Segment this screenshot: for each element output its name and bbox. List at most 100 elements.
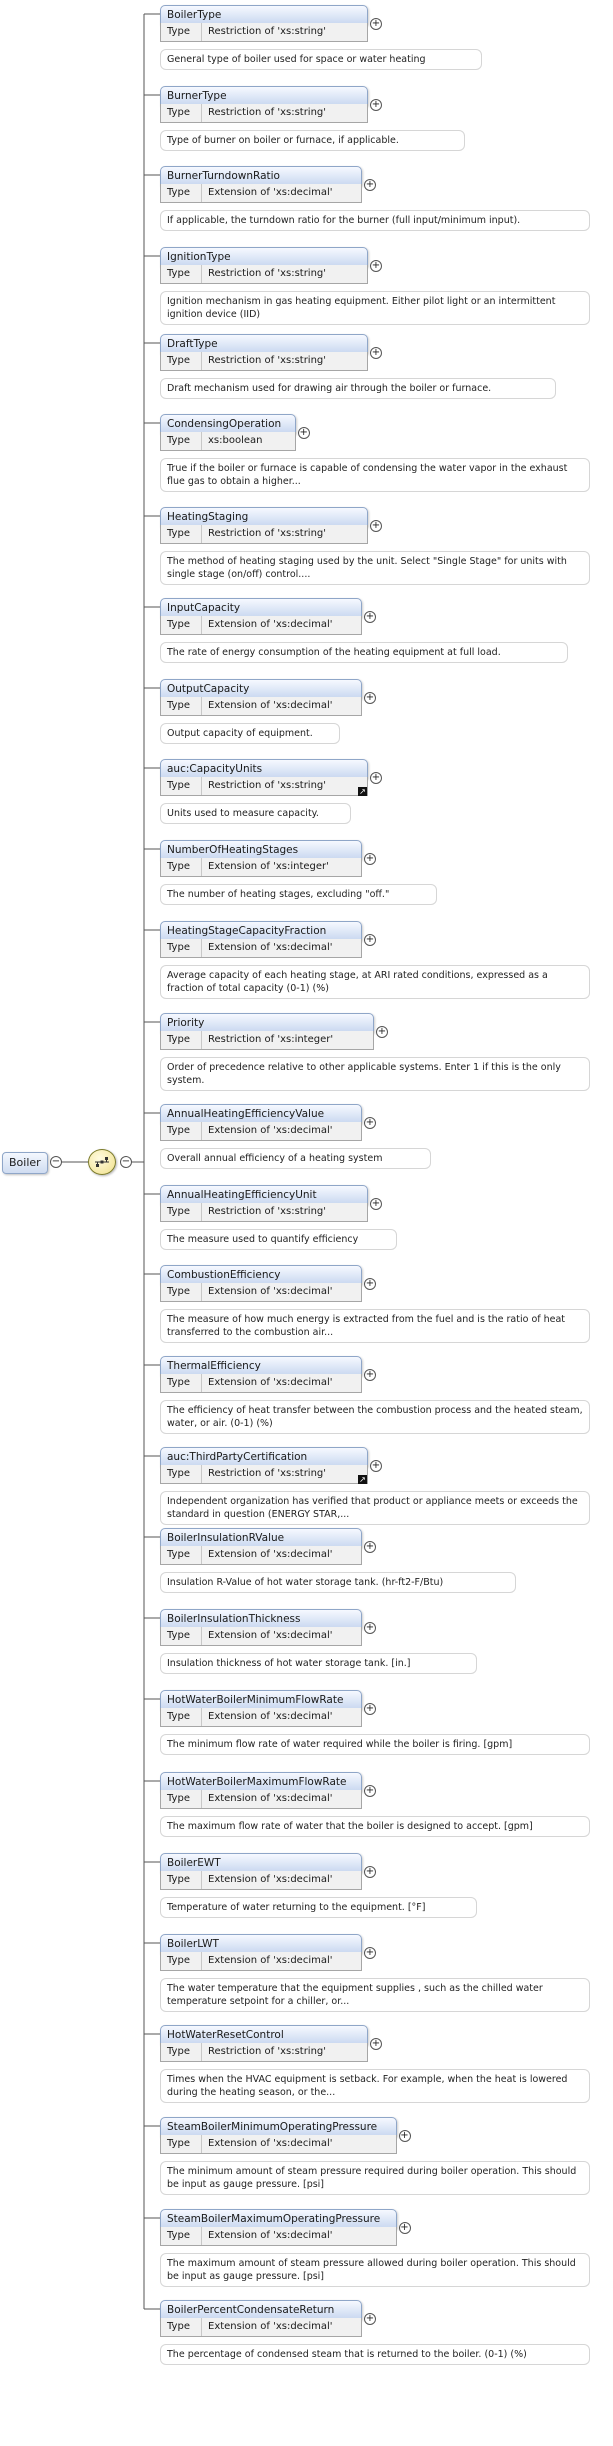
type-value: Extension of 'xs:decimal' <box>208 1377 333 1388</box>
element-name: BoilerType <box>160 5 368 25</box>
element-name: CombustionEfficiency <box>160 1265 362 1285</box>
expand-button[interactable]: + <box>376 1026 388 1038</box>
sequence-compositor[interactable] <box>88 1149 116 1175</box>
type-label: Type <box>161 1465 202 1483</box>
expand-button[interactable]: + <box>364 1369 376 1381</box>
expand-button[interactable]: + <box>364 1947 376 1959</box>
expand-button[interactable]: + <box>364 179 376 191</box>
type-label: Type <box>161 2227 202 2245</box>
expand-button[interactable]: + <box>364 853 376 865</box>
element-type-row: Type Extension of 'xs:decimal' <box>160 1790 362 1809</box>
type-value: Extension of 'xs:decimal' <box>208 619 333 630</box>
element-documentation: Ignition mechanism in gas heating equipm… <box>160 291 590 325</box>
element-type-row: Type Extension of 'xs:decimal' <box>160 939 362 958</box>
element-documentation: Insulation R-Value of hot water storage … <box>160 1572 516 1593</box>
element-documentation: The minimum amount of steam pressure req… <box>160 2161 590 2195</box>
expand-button[interactable]: + <box>370 1460 382 1472</box>
element-name: IgnitionType <box>160 247 368 267</box>
type-label: Type <box>161 1627 202 1645</box>
type-value: Extension of 'xs:decimal' <box>208 2230 333 2241</box>
expand-button[interactable]: + <box>364 1785 376 1797</box>
element-name: Priority <box>160 1013 374 1033</box>
expand-button[interactable]: + <box>398 2222 411 2234</box>
type-value: Restriction of 'xs:string' <box>208 355 327 366</box>
expand-button[interactable]: + <box>364 1622 376 1634</box>
expand-button[interactable]: + <box>370 772 382 784</box>
element-name: HotWaterResetControl <box>160 2025 368 2045</box>
expand-button[interactable]: + <box>370 347 382 359</box>
type-value: Extension of 'xs:decimal' <box>208 700 333 711</box>
element-name: SteamBoilerMinimumOperatingPressure <box>160 2117 397 2137</box>
type-value: Extension of 'xs:decimal' <box>208 942 333 953</box>
type-label: Type <box>161 1203 202 1221</box>
expand-button[interactable]: + <box>364 1278 376 1290</box>
type-value: Restriction of 'xs:string' <box>208 268 327 279</box>
expand-button[interactable]: + <box>370 2038 382 2050</box>
root-element-boiler[interactable]: Boiler <box>2 1152 48 1174</box>
type-value: Extension of 'xs:integer' <box>208 861 329 872</box>
type-value: Restriction of 'xs:string' <box>208 1468 327 1479</box>
expand-button[interactable]: + <box>364 1541 376 1553</box>
type-label: Type <box>161 1952 202 1970</box>
expand-button[interactable]: + <box>370 1198 382 1210</box>
type-value: Extension of 'xs:decimal' <box>208 1549 333 1560</box>
element-documentation: The rate of energy consumption of the he… <box>160 642 568 663</box>
element-name: ThermalEfficiency <box>160 1356 362 1376</box>
element-type-row: Type Extension of 'xs:decimal' <box>160 1952 362 1971</box>
element-documentation: True if the boiler or furnace is capable… <box>160 458 590 492</box>
type-label: Type <box>161 525 202 543</box>
type-value: Extension of 'xs:decimal' <box>208 187 333 198</box>
element-documentation: Temperature of water returning to the eq… <box>160 1897 477 1918</box>
element-name: AnnualHeatingEfficiencyValue <box>160 1104 362 1124</box>
expand-button[interactable]: + <box>364 934 376 946</box>
expand-button[interactable]: + <box>364 692 376 704</box>
element-documentation: If applicable, the turndown ratio for th… <box>160 210 590 231</box>
type-value: Restriction of 'xs:integer' <box>208 1034 334 1045</box>
element-documentation: General type of boiler used for space or… <box>160 49 482 70</box>
sequence-collapse-button[interactable]: − <box>120 1156 132 1168</box>
type-value: Extension of 'xs:decimal' <box>208 1955 333 1966</box>
expand-button[interactable]: + <box>364 1866 376 1878</box>
expand-button[interactable]: + <box>398 2130 411 2142</box>
reference-arrow-icon: ↗ <box>358 787 367 796</box>
expand-button[interactable]: + <box>370 520 382 532</box>
element-name: OutputCapacity <box>160 679 362 699</box>
element-name: BoilerPercentCondensateReturn <box>160 2300 362 2320</box>
type-label: Type <box>161 2318 202 2336</box>
element-name: HeatingStaging <box>160 507 368 527</box>
element-name: CondensingOperation <box>160 414 296 434</box>
element-name: BurnerTurndownRatio <box>160 166 362 186</box>
expand-button[interactable]: + <box>364 2313 376 2325</box>
expand-button[interactable]: + <box>364 1703 376 1715</box>
type-label: Type <box>161 104 202 122</box>
type-value: Extension of 'xs:decimal' <box>208 1711 333 1722</box>
element-documentation: Overall annual efficiency of a heating s… <box>160 1148 431 1169</box>
expand-button[interactable]: + <box>364 611 376 623</box>
type-label: Type <box>161 858 202 876</box>
type-label: Type <box>161 1790 202 1808</box>
type-value: Extension of 'xs:decimal' <box>208 1793 333 1804</box>
root-collapse-button[interactable]: − <box>50 1156 62 1168</box>
element-name: BoilerInsulationRValue <box>160 1528 362 1548</box>
type-value: Extension of 'xs:decimal' <box>208 1874 333 1885</box>
type-label: Type <box>161 23 202 41</box>
type-label: Type <box>161 939 202 957</box>
expand-button[interactable]: + <box>370 260 382 272</box>
element-documentation: The maximum amount of steam pressure all… <box>160 2253 590 2287</box>
expand-button[interactable]: + <box>370 99 382 111</box>
type-label: Type <box>161 1546 202 1564</box>
expand-button[interactable]: + <box>297 427 310 439</box>
type-label: Type <box>161 432 202 450</box>
expand-button[interactable]: + <box>370 18 382 30</box>
type-label: Type <box>161 265 202 283</box>
expand-button[interactable]: + <box>364 1117 376 1129</box>
